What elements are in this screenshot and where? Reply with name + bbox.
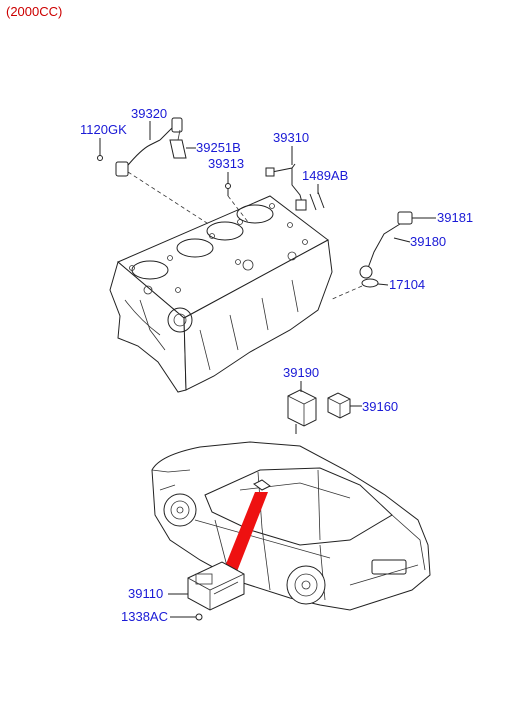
callout-39310: 39310 — [273, 130, 309, 145]
relay-control — [287, 389, 317, 434]
cam-position-sensor — [115, 117, 183, 177]
ecu — [187, 561, 245, 611]
ecu-location-arrow — [222, 492, 268, 574]
callout-39160: 39160 — [362, 399, 398, 414]
callout-39190: 39190 — [283, 365, 319, 380]
sensor-bolt — [225, 183, 231, 196]
stud-bolt — [309, 191, 325, 211]
callout-39181: 39181 — [437, 210, 473, 225]
crank-position-sensor — [265, 163, 307, 211]
callout-39180: 39180 — [410, 234, 446, 249]
ecu-nut — [195, 613, 203, 621]
callout-1338AC: 1338AC — [121, 609, 168, 624]
main-relay — [327, 392, 351, 419]
callout-39320: 39320 — [131, 106, 167, 121]
callout-1120GK: 1120GK — [80, 122, 127, 137]
gasket — [361, 278, 379, 288]
bolt — [97, 150, 103, 161]
callout-1489AB: 1489AB — [302, 168, 348, 183]
engine-block — [109, 195, 333, 393]
callout-17104: 17104 — [389, 277, 425, 292]
knock-sensor — [359, 211, 413, 279]
callout-39251B: 39251B — [196, 140, 241, 155]
variant-label: (2000CC) — [6, 4, 62, 19]
callout-39313: 39313 — [208, 156, 244, 171]
bracket — [169, 129, 187, 159]
callout-39110: 39110 — [128, 586, 163, 601]
